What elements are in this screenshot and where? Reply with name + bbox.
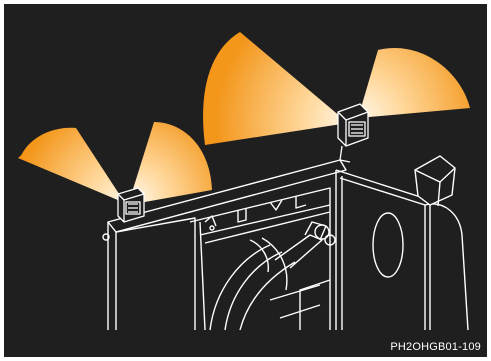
left-work-lamp: [118, 188, 144, 222]
figure-code-label: PH2OHGB01-109: [390, 341, 481, 353]
